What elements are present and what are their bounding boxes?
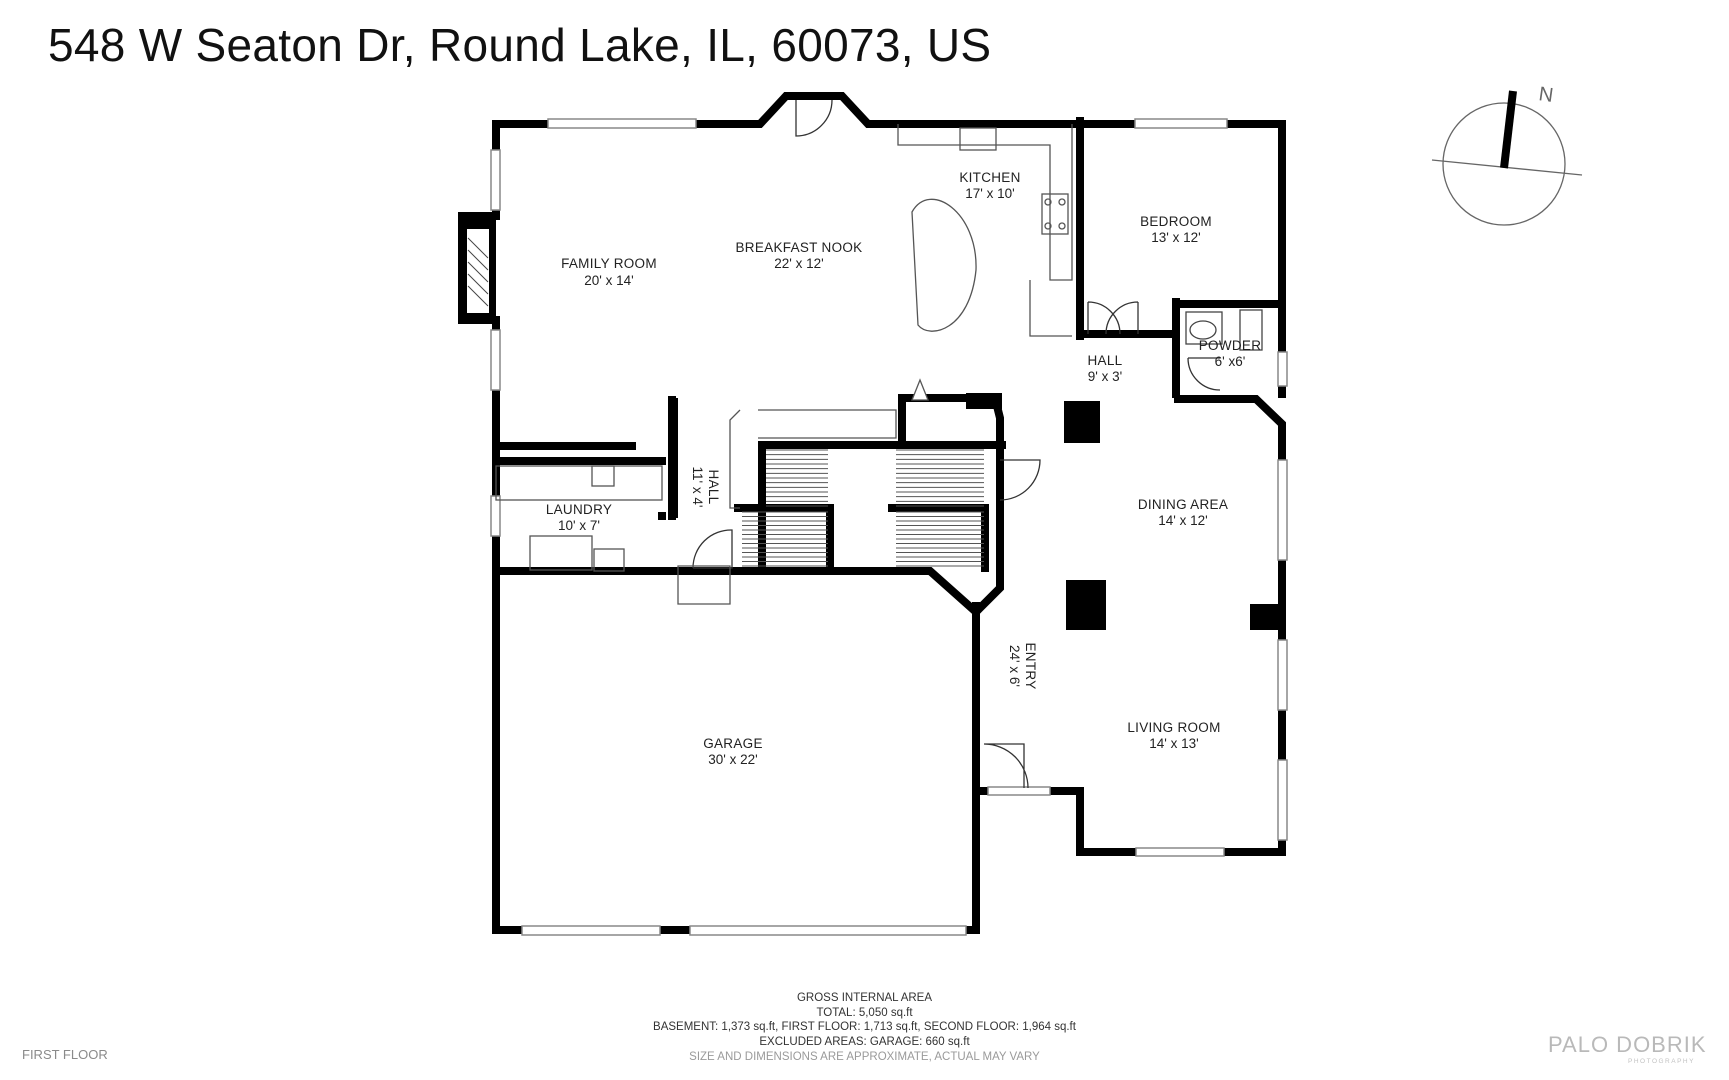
- room-bedroom-dims: 13' x 12': [1151, 230, 1200, 245]
- powder-fixtures: [1185, 309, 1263, 351]
- area-excluded: EXCLUDED AREAS: GARAGE: 660 sq.ft: [759, 1036, 970, 1049]
- room-kitchen-dims: 17' x 10': [965, 186, 1014, 201]
- room-powder-name: POWDER: [1199, 338, 1262, 353]
- room-living-room-name: LIVING ROOM: [1127, 720, 1220, 735]
- room-garage-dims: 30' x 22': [708, 752, 757, 767]
- doors: [692, 99, 1221, 789]
- room-breakfast-nook-name: BREAKFAST NOOK: [736, 240, 863, 255]
- room-hall-side-dims: 11' x 4': [690, 467, 705, 508]
- area-total: TOTAL: 5,050 sq.ft: [816, 1006, 913, 1019]
- room-breakfast-nook-dims: 22' x 12': [774, 256, 823, 271]
- room-garage-name: GARAGE: [703, 736, 763, 751]
- floor-label: FIRST FLOOR: [22, 1047, 108, 1062]
- fireplace-icon: [465, 227, 491, 315]
- room-family-room-dims: 20' x 14': [584, 273, 633, 288]
- area-floors: BASEMENT: 1,373 sq.ft, FIRST FLOOR: 1,71…: [653, 1021, 1076, 1034]
- brand-tagline: PHOTOGRAPHY: [1628, 1058, 1695, 1065]
- room-entry-dims: 24' x 6': [1007, 645, 1022, 687]
- room-hall-side-name: HALL: [706, 470, 721, 505]
- area-heading: GROSS INTERNAL AREA: [796, 992, 933, 1004]
- north-label: N: [1537, 83, 1554, 107]
- room-kitchen-name: KITCHEN: [959, 170, 1020, 185]
- area-summary: GROSS INTERNAL AREA TOTAL: 5,050 sq.ft B…: [0, 991, 1729, 1065]
- north-arrow-icon: N: [1431, 83, 1583, 226]
- room-powder-dims: 6' x6': [1215, 354, 1246, 369]
- room-dining-area-dims: 14' x 12': [1158, 513, 1207, 528]
- brand-logo: PALO DOBRIK: [1548, 1032, 1707, 1057]
- page-title: 548 W Seaton Dr, Round Lake, IL, 60073, …: [48, 19, 992, 71]
- room-dining-area-name: DINING AREA: [1138, 497, 1228, 512]
- room-laundry-name: LAUNDRY: [546, 502, 612, 517]
- room-bedroom-name: BEDROOM: [1140, 214, 1212, 229]
- kitchen-counters: [897, 124, 1073, 337]
- area-disclaimer: SIZE AND DIMENSIONS ARE APPROXIMATE, ACT…: [689, 1050, 1040, 1063]
- laundry-fixtures: [495, 465, 663, 572]
- room-living-room-dims: 14' x 13': [1149, 736, 1198, 751]
- stairs: [742, 449, 984, 567]
- room-family-room-name: FAMILY ROOM: [561, 256, 657, 271]
- room-entry-name: ENTRY: [1023, 642, 1038, 689]
- room-laundry-dims: 10' x 7': [558, 518, 600, 533]
- room-hall-upper-dims: 9' x 3': [1088, 369, 1122, 384]
- room-hall-upper-name: HALL: [1088, 353, 1123, 368]
- room-labels: FAMILY ROOM 20' x 14' BREAKFAST NOOK 22'…: [546, 170, 1261, 767]
